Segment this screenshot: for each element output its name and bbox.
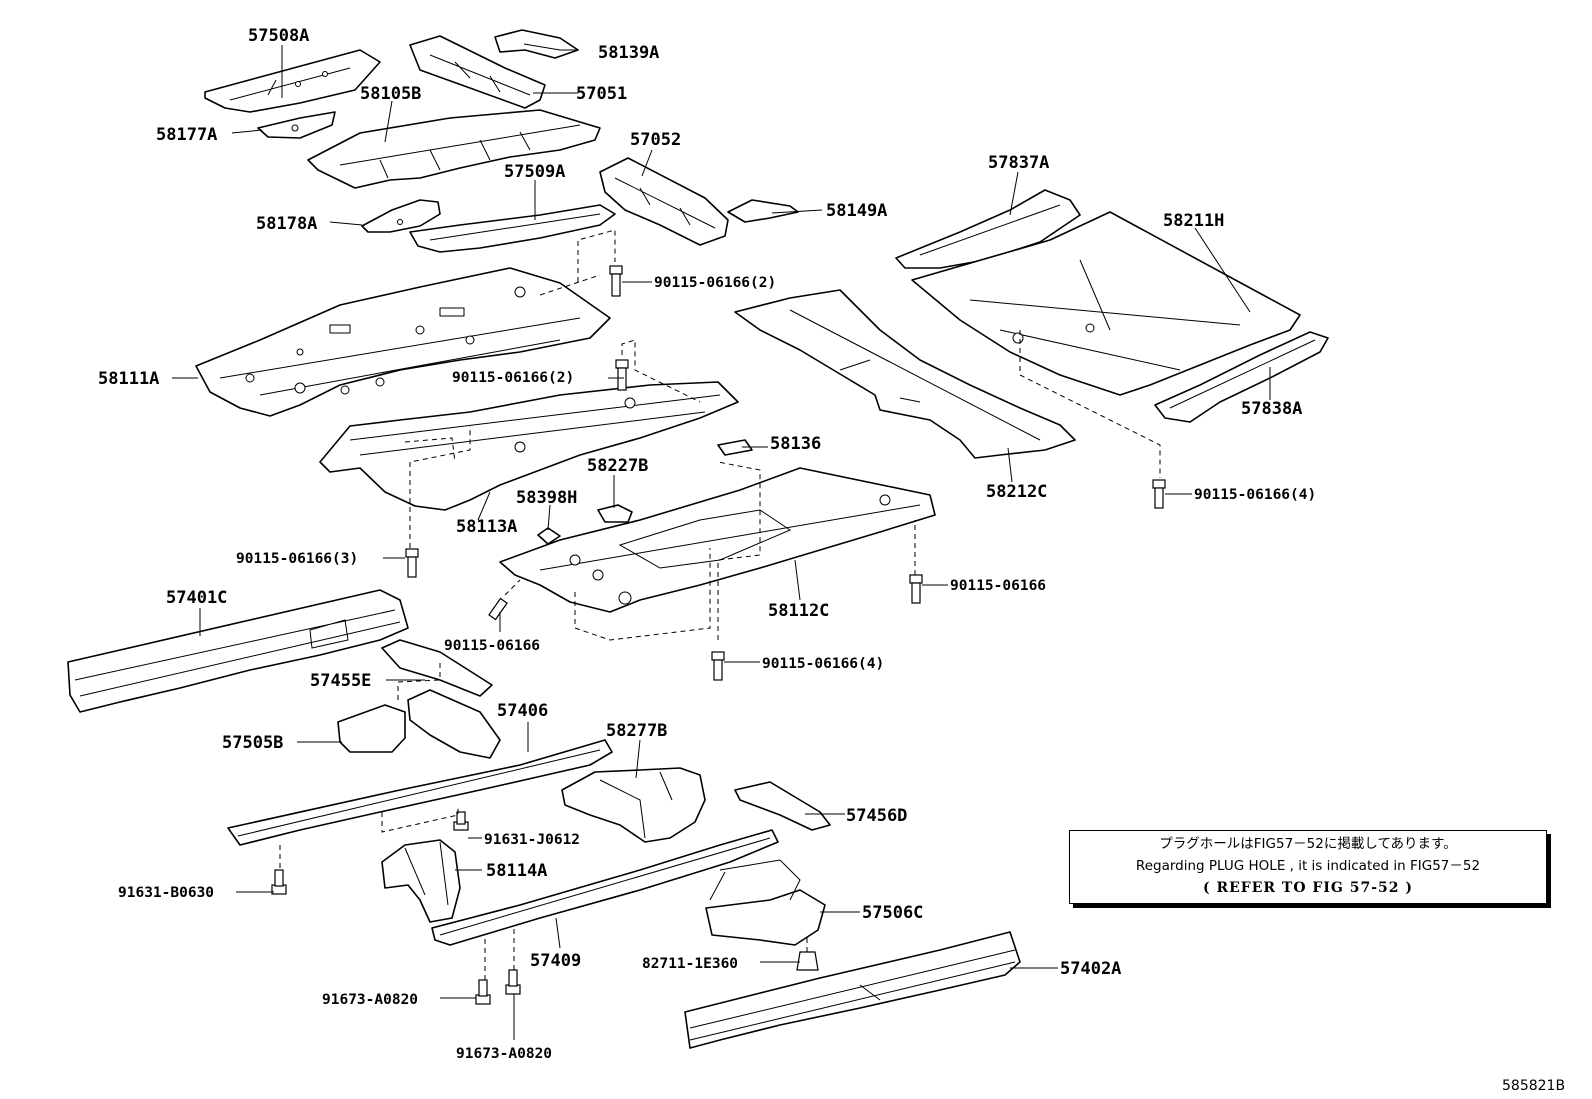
- label-58113A[interactable]: 58113A: [456, 517, 517, 537]
- part-57505B[interactable]: [337, 704, 406, 753]
- label-91673-A0820-b[interactable]: 91673-A0820: [456, 1046, 552, 1062]
- part-58113A[interactable]: [319, 381, 739, 511]
- note-line-english: Regarding PLUG HOLE , it is indicated in…: [1135, 858, 1481, 874]
- part-58277B[interactable]: [561, 767, 706, 843]
- label-57409[interactable]: 57409: [530, 951, 581, 971]
- label-58112C[interactable]: 58112C: [768, 601, 829, 621]
- bolt-90115-06166-center[interactable]: [488, 597, 508, 621]
- bolt-90115-06166-right[interactable]: [909, 574, 923, 604]
- label-90115-06166-2a[interactable]: 90115-06166(2): [654, 275, 776, 291]
- note-reference[interactable]: ( REFER TO FIG 57-52 ): [1202, 880, 1413, 896]
- part-58149A[interactable]: [727, 199, 799, 223]
- label-91631-B0630[interactable]: 91631-B0630: [118, 885, 214, 901]
- bolt-90115-06166-4b[interactable]: [711, 651, 725, 681]
- part-57455E[interactable]: [381, 639, 493, 697]
- label-58178A[interactable]: 58178A: [256, 214, 317, 234]
- label-58139A[interactable]: 58139A: [598, 43, 659, 63]
- label-58398H[interactable]: 58398H: [516, 488, 577, 508]
- label-58149A[interactable]: 58149A: [826, 201, 887, 221]
- bolt-91631-B0630[interactable]: [271, 869, 287, 895]
- part-58111A[interactable]: [195, 267, 611, 417]
- part-57409[interactable]: [431, 829, 779, 946]
- clip-82711-1E360[interactable]: [796, 951, 819, 971]
- label-90115-06166-center[interactable]: 90115-06166: [444, 638, 540, 654]
- bolt-90115-06166-2a[interactable]: [609, 265, 623, 297]
- leader-lines: [172, 43, 1271, 1040]
- label-91631-J0612[interactable]: 91631-J0612: [484, 832, 580, 848]
- label-90115-06166-right[interactable]: 90115-06166: [950, 578, 1046, 594]
- part-58178A[interactable]: [361, 199, 441, 233]
- part-58227B[interactable]: [597, 504, 633, 523]
- label-57051[interactable]: 57051: [576, 84, 627, 104]
- bolt-90115-06166-4a[interactable]: [1152, 479, 1166, 509]
- part-57837A[interactable]: [895, 189, 1081, 269]
- part-57838A[interactable]: [1154, 331, 1329, 423]
- part-57051[interactable]: [409, 35, 546, 109]
- label-91673-A0820-a[interactable]: 91673-A0820: [322, 992, 418, 1008]
- bolt-91631-J0612[interactable]: [453, 811, 469, 831]
- note-line-japanese: プラグホールはFIG57－52に掲載してあります。: [1159, 836, 1457, 852]
- label-57406[interactable]: 57406: [497, 701, 548, 721]
- part-57509A[interactable]: [409, 204, 616, 253]
- part-57052[interactable]: [599, 157, 729, 246]
- part-58212C[interactable]: [734, 289, 1076, 459]
- label-57508A[interactable]: 57508A: [248, 26, 309, 46]
- label-58277B[interactable]: 58277B: [606, 721, 667, 741]
- label-90115-06166-4b[interactable]: 90115-06166(4): [762, 656, 884, 672]
- part-labels: 57508A 58139A 57051 58105B 58177A 57052 …: [98, 26, 1316, 1062]
- bolt-91673-A0820-b[interactable]: [505, 969, 521, 995]
- label-57401C[interactable]: 57401C: [166, 588, 227, 608]
- label-90115-06166-4a[interactable]: 90115-06166(4): [1194, 487, 1316, 503]
- label-58136[interactable]: 58136: [770, 434, 821, 454]
- label-90115-06166-3[interactable]: 90115-06166(3): [236, 551, 358, 567]
- part-58136[interactable]: [717, 439, 753, 456]
- label-57506C[interactable]: 57506C: [862, 903, 923, 923]
- label-82711-1E360[interactable]: 82711-1E360: [642, 956, 738, 972]
- part-58139A[interactable]: [494, 29, 579, 59]
- label-58114A[interactable]: 58114A: [486, 861, 547, 881]
- part-57402A[interactable]: [684, 931, 1021, 1049]
- figure-code: 585821B: [1502, 1078, 1566, 1094]
- label-57455E[interactable]: 57455E: [310, 671, 371, 691]
- part-57406[interactable]: [227, 739, 613, 846]
- dashed-reference-lines: [279, 229, 1161, 980]
- label-58105B[interactable]: 58105B: [360, 84, 421, 104]
- label-57509A[interactable]: 57509A: [504, 162, 565, 182]
- label-57505B[interactable]: 57505B: [222, 733, 283, 753]
- part-57456D[interactable]: [734, 781, 831, 831]
- label-57052[interactable]: 57052: [630, 130, 681, 150]
- part-58112C[interactable]: [499, 467, 936, 613]
- label-57838A[interactable]: 57838A: [1241, 399, 1302, 419]
- label-90115-06166-2b[interactable]: 90115-06166(2): [452, 370, 574, 386]
- part-58177A[interactable]: [257, 111, 336, 139]
- label-58211H[interactable]: 58211H: [1163, 211, 1224, 231]
- bolt-90115-06166-3[interactable]: [405, 548, 419, 578]
- part-57506C[interactable]: [705, 859, 826, 946]
- label-58212C[interactable]: 58212C: [986, 482, 1047, 502]
- label-57456D[interactable]: 57456D: [846, 806, 907, 826]
- part-57401C[interactable]: [67, 589, 409, 713]
- label-58177A[interactable]: 58177A: [156, 125, 217, 145]
- part-58105B[interactable]: [307, 109, 601, 189]
- plug-hole-note-box: プラグホールはFIG57－52に掲載してあります。 Regarding PLUG…: [1069, 830, 1547, 904]
- label-57837A[interactable]: 57837A: [988, 153, 1049, 173]
- bolt-90115-06166-2b[interactable]: [615, 359, 629, 391]
- label-58227B[interactable]: 58227B: [587, 456, 648, 476]
- part-57508A[interactable]: [204, 49, 381, 113]
- label-58111A[interactable]: 58111A: [98, 369, 159, 389]
- part-58398H[interactable]: [537, 527, 561, 545]
- label-57402A[interactable]: 57402A: [1060, 959, 1121, 979]
- bolt-91673-A0820-a[interactable]: [475, 979, 491, 1005]
- part-57406-bracket[interactable]: [407, 689, 501, 759]
- part-58114A[interactable]: [381, 839, 461, 923]
